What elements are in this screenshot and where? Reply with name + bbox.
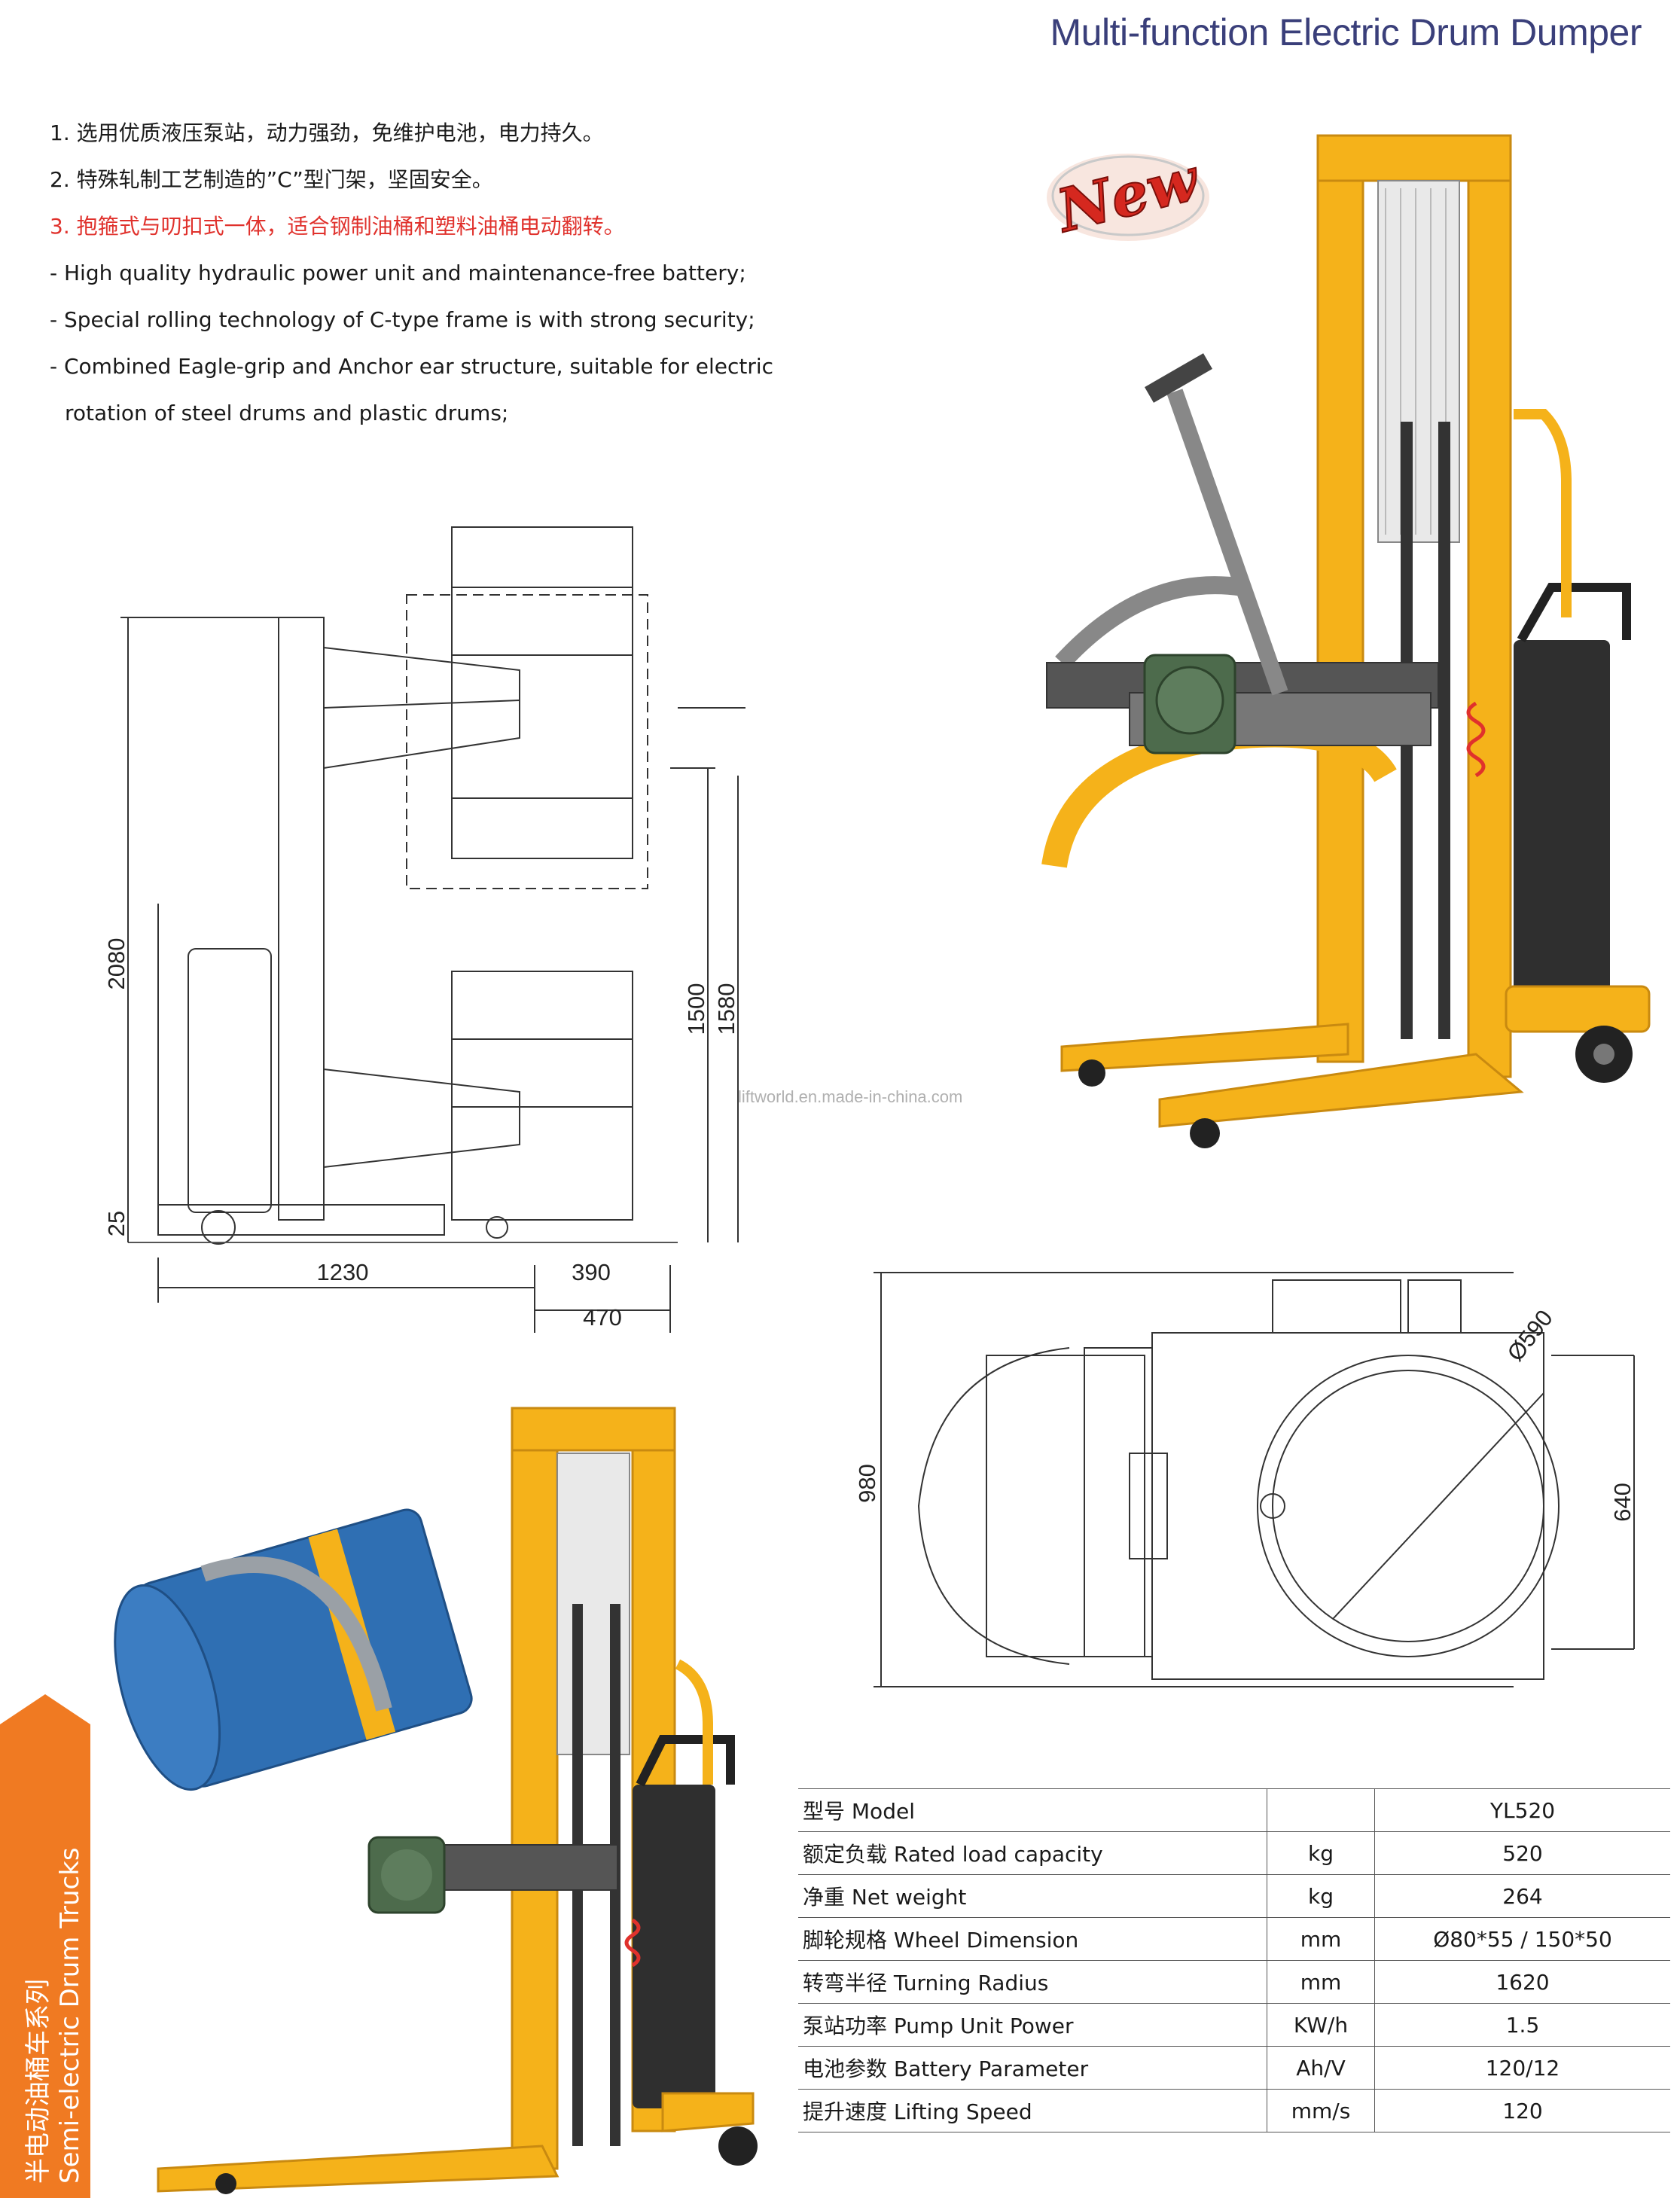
watermark: liftworld.en.made-in-china.com xyxy=(738,1087,963,1106)
machine-photo-main xyxy=(1041,134,1651,1148)
feature-3: 3. 抱箍式与叨扣式一体，适合钢制油桶和塑料油桶电动翻转。 xyxy=(50,214,625,239)
spec-unit xyxy=(1267,1788,1375,1832)
spec-unit: Ah/V xyxy=(1267,2046,1375,2090)
spec-value: 1.5 xyxy=(1374,2003,1670,2047)
dim-1230: 1230 xyxy=(317,1259,369,1285)
dim-980: 980 xyxy=(854,1464,880,1503)
feature-4: - High quality hydraulic power unit and … xyxy=(50,261,746,285)
spec-value: Ø80*55 / 150*50 xyxy=(1374,1917,1670,1961)
dim-590: Ø590 xyxy=(1502,1305,1558,1366)
spec-label: 净重 Net weight xyxy=(798,1874,1267,1918)
dim-1500: 1500 xyxy=(683,983,709,1035)
spec-unit: kg xyxy=(1267,1874,1375,1918)
new-badge: New xyxy=(1047,144,1209,247)
spec-label: 型号 Model xyxy=(798,1788,1267,1832)
spec-value: 120/12 xyxy=(1374,2046,1670,2090)
top-view-drawing: 980 Ø590 640 xyxy=(854,1272,1636,1687)
feature-list: 1. 选用优质液压泵站，动力强劲，免维护电池，电力持久。 2. 特殊轧制工艺制造… xyxy=(50,110,803,437)
feature-6: - Combined Eagle-grip and Anchor ear str… xyxy=(50,354,774,379)
spec-unit: kg xyxy=(1267,1831,1375,1875)
spec-row: 型号 Model YL520 xyxy=(798,1788,1670,1832)
spec-value: 264 xyxy=(1374,1874,1670,1918)
spec-label: 提升速度 Lifting Speed xyxy=(798,2089,1267,2132)
spec-value: YL520 xyxy=(1374,1788,1670,1832)
feature-1: 1. 选用优质液压泵站，动力强劲，免维护电池，电力持久。 xyxy=(50,120,604,145)
spec-unit: mm xyxy=(1267,1917,1375,1961)
side-label: 半电动油桶车系列 Semi-electric Drum Trucks xyxy=(23,1762,86,2184)
feature-2: 2. 特殊轧制工艺制造的”C”型门架，坚固安全。 xyxy=(50,167,493,192)
spec-unit: KW/h xyxy=(1267,2003,1375,2047)
side-elevation-drawing: 2080 1500 1580 25 1230 390 470 xyxy=(103,526,745,1333)
feature-5: - Special rolling technology of C-type f… xyxy=(50,307,755,332)
spec-label: 脚轮规格 Wheel Dimension xyxy=(798,1917,1267,1961)
page-title: Multi-function Electric Drum Dumper xyxy=(1050,11,1642,53)
dim-2080: 2080 xyxy=(103,938,130,990)
spec-value: 1620 xyxy=(1374,1960,1670,2004)
spec-unit: mm/s xyxy=(1267,2089,1375,2132)
side-band xyxy=(0,1694,90,2198)
dim-25: 25 xyxy=(103,1211,130,1236)
spec-value: 120 xyxy=(1374,2089,1670,2132)
machine-photo-drum xyxy=(114,1407,758,2194)
spec-label: 泵站功率 Pump Unit Power xyxy=(798,2003,1267,2047)
spec-label: 转弯半径 Turning Radius xyxy=(798,1960,1267,2004)
dim-640: 640 xyxy=(1609,1483,1636,1522)
side-label-en: Semi-electric Drum Trucks xyxy=(55,1847,85,2184)
dim-1580: 1580 xyxy=(713,983,739,1035)
dim-470: 470 xyxy=(583,1304,622,1331)
spec-label: 电池参数 Battery Parameter xyxy=(798,2046,1267,2090)
dim-390: 390 xyxy=(572,1259,611,1285)
spec-value: 520 xyxy=(1374,1831,1670,1875)
spec-unit: mm xyxy=(1267,1960,1375,2004)
feature-6-cont: rotation of steel drums and plastic drum… xyxy=(65,401,509,425)
side-label-cn: 半电动油桶车系列 xyxy=(23,1979,53,2184)
spec-label: 额定负载 Rated load capacity xyxy=(798,1831,1267,1875)
